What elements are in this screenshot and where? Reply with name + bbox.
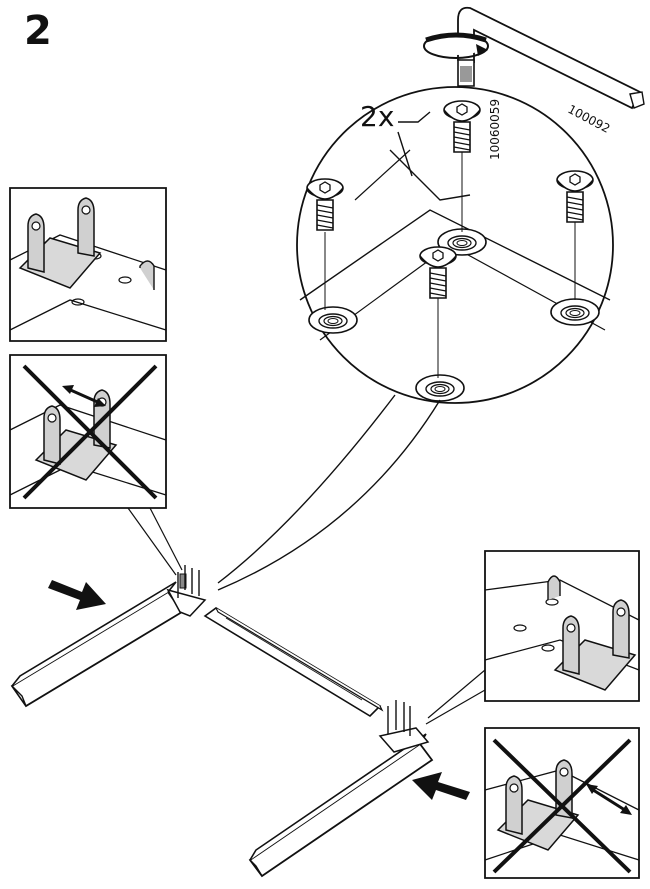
- cross-out-icon: [494, 740, 630, 872]
- detail-wrong-left: [10, 355, 182, 575]
- detail-correct-left: [10, 188, 166, 341]
- step-number: 2: [24, 8, 52, 54]
- left-leg: [12, 565, 205, 706]
- rotate-arrow-icon: [424, 34, 488, 58]
- push-arrow-icon: [412, 772, 470, 800]
- crossbar: [205, 608, 382, 716]
- cross-out-icon: [24, 366, 156, 498]
- screw-quantity: 2x: [360, 100, 395, 133]
- right-leg: [250, 700, 432, 876]
- detail-correct-right: [426, 551, 639, 724]
- magnified-detail-circle: [297, 87, 613, 403]
- screw-part-number: 10060059: [488, 98, 502, 160]
- allen-key-icon: [458, 8, 644, 108]
- detail-wrong-right: [485, 728, 639, 878]
- push-arrow-icon: [48, 580, 106, 610]
